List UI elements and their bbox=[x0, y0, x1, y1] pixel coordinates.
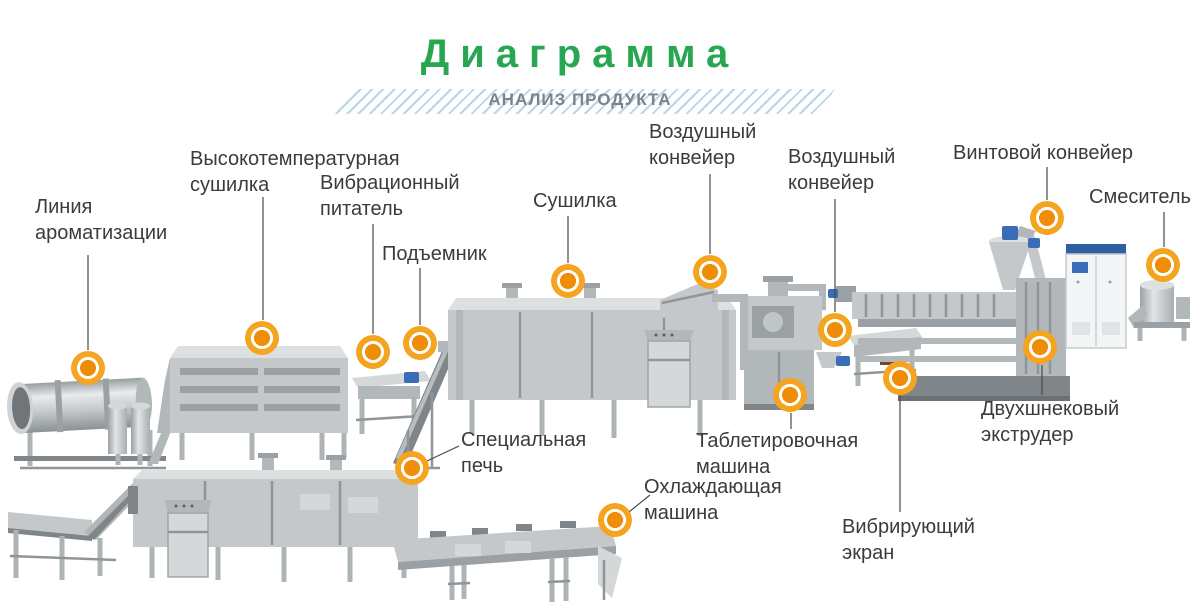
label-air-conveyor-1: Воздушный конвейер bbox=[649, 121, 757, 169]
page-subtitle: АНАЛИЗ ПРОДУКТА bbox=[488, 90, 672, 109]
marker-air-conveyor-2 bbox=[818, 313, 852, 347]
hatched-stripe bbox=[335, 89, 835, 114]
page-title: Диаграмма bbox=[420, 32, 740, 76]
marker-vibrating-screen bbox=[883, 361, 917, 395]
special-oven-machine bbox=[128, 453, 418, 582]
marker-air-conveyor-1 bbox=[693, 255, 727, 289]
label-tableting-machine: Таблетировочная машина bbox=[696, 430, 859, 478]
marker-dryer bbox=[551, 264, 585, 298]
label-vibrating-screen: Вибрирующий экран bbox=[842, 516, 975, 564]
high-temperature-dryer-machine bbox=[157, 346, 348, 460]
marker-flavoring-line bbox=[71, 351, 105, 385]
dryer-machine bbox=[448, 283, 748, 438]
feed-conveyor-machine bbox=[8, 482, 146, 580]
label-cooling-machine: Охлаждающая машина bbox=[644, 476, 782, 524]
marker-cooling-machine bbox=[598, 503, 632, 537]
mixer-machine bbox=[1128, 280, 1190, 341]
lift-machine bbox=[393, 341, 455, 470]
label-mixer: Смеситель bbox=[1089, 186, 1191, 208]
marker-lift bbox=[403, 326, 437, 360]
marker-special-oven bbox=[395, 451, 429, 485]
marker-twin-screw-extruder bbox=[1023, 330, 1057, 364]
marker-vibrating-feeder bbox=[356, 335, 390, 369]
label-flavoring-line: Линия ароматизации bbox=[35, 196, 168, 244]
marker-ht-dryer bbox=[245, 321, 279, 355]
vibrating-feeder-machine bbox=[352, 371, 431, 434]
cooling-machine bbox=[392, 521, 622, 602]
flavoring-line-machine bbox=[7, 377, 184, 470]
label-screw-conveyor: Винтовой конвейер bbox=[953, 142, 1133, 164]
label-ht-dryer: Высокотемпературная сушилка bbox=[190, 148, 400, 196]
marker-tableting-machine bbox=[773, 378, 807, 412]
leader-lines bbox=[87, 167, 1165, 513]
label-dryer: Сушилка bbox=[533, 190, 617, 212]
marker-mixer bbox=[1146, 248, 1180, 282]
twin-screw-extruder-machine bbox=[828, 226, 1070, 401]
label-air-conveyor-2: Воздушный конвейер bbox=[788, 146, 896, 194]
control-cabinet bbox=[1065, 244, 1127, 349]
label-twin-screw-extruder: Двухшнековый экструдер bbox=[981, 398, 1120, 446]
marker-screw-conveyor bbox=[1030, 201, 1064, 235]
label-vibrating-feeder: Вибрационный питатель bbox=[320, 172, 460, 220]
label-special-oven: Специальная печь bbox=[461, 429, 587, 477]
label-lift: Подъемник bbox=[382, 243, 487, 265]
